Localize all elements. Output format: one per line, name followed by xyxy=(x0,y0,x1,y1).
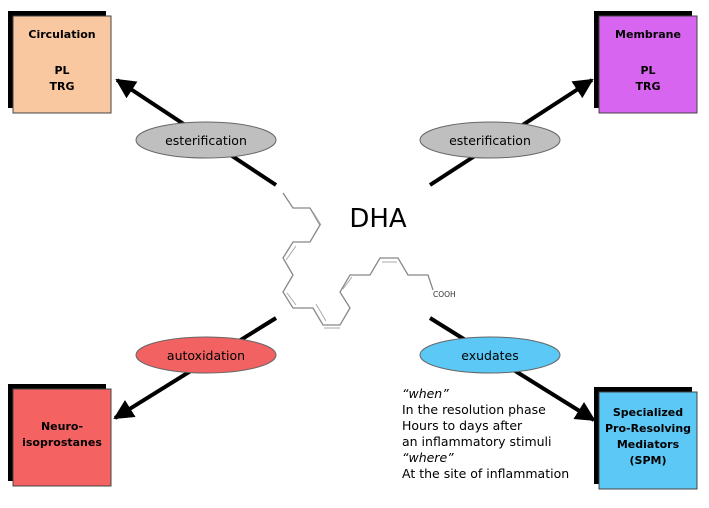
spm-label-3: Mediators xyxy=(617,438,680,451)
spm-label-2: Pro-Resolving xyxy=(605,422,691,435)
note-line-2: Hours to days after xyxy=(402,418,523,433)
neuro-label-2: isoprostanes xyxy=(22,436,102,449)
esterification-right-ellipse: esterification xyxy=(419,121,561,159)
autoxidation-label: autoxidation xyxy=(167,348,245,363)
circulation-label: Circulation xyxy=(28,28,95,41)
neuroisoprostanes-box: Neuro- isoprostanes xyxy=(8,384,112,487)
spm-label-4: (SPM) xyxy=(630,454,667,467)
neuro-label-1: Neuro- xyxy=(41,420,83,433)
spm-label-1: Specialized xyxy=(613,406,683,419)
membrane-pl: PL xyxy=(640,64,655,77)
membrane-box: Membrane PL TRG xyxy=(594,11,698,114)
exudates-ellipse: exudates xyxy=(419,336,561,374)
note-line-3: an inflammatory stimuli xyxy=(402,434,552,449)
cooh-label: COOH xyxy=(433,290,456,299)
dha-title: DHA xyxy=(349,204,407,234)
esterification-right-label: esterification xyxy=(449,133,531,148)
spm-box: Specialized Pro-Resolving Mediators (SPM… xyxy=(594,387,698,490)
autoxidation-ellipse: autoxidation xyxy=(135,336,277,374)
circulation-pl: PL xyxy=(54,64,69,77)
note-line-4: At the site of inflammation xyxy=(402,466,569,481)
note-where: “where” xyxy=(402,450,454,465)
membrane-label: Membrane xyxy=(615,28,681,41)
exudates-label: exudates xyxy=(461,348,519,363)
membrane-trg: TRG xyxy=(635,80,660,93)
note-when: “when” xyxy=(402,386,449,401)
esterification-left-ellipse: esterification xyxy=(135,121,277,159)
dha-molecule: COOH xyxy=(282,192,456,329)
circulation-trg: TRG xyxy=(49,80,74,93)
circulation-box: Circulation PL TRG xyxy=(8,11,112,114)
notes: “when” In the resolution phase Hours to … xyxy=(402,386,569,481)
note-line-1: In the resolution phase xyxy=(402,402,546,417)
esterification-left-label: esterification xyxy=(165,133,247,148)
